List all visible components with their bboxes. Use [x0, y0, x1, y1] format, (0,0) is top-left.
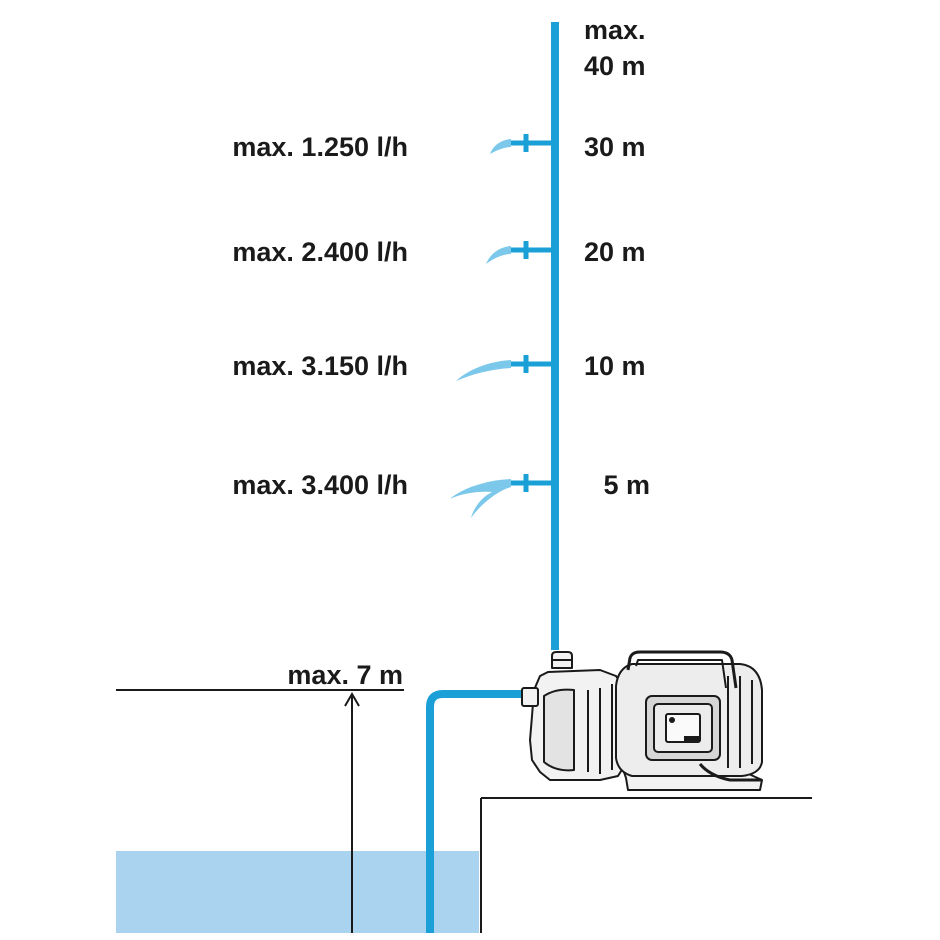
- water-spray-20m: [486, 246, 511, 264]
- top-label-line2: 40 m: [584, 51, 646, 81]
- ground-ledge: [480, 797, 812, 933]
- suction-height-arrow: [344, 692, 360, 933]
- tap-30m: [490, 134, 551, 154]
- height-label-10m: 10 m: [584, 351, 646, 381]
- water-spray-30m: [490, 139, 511, 154]
- flow-label-5m: max. 3.400 l/h: [232, 470, 408, 500]
- flow-label-20m: max. 2.400 l/h: [232, 237, 408, 267]
- tap-5m: [450, 474, 551, 518]
- water-spray-5m: [450, 479, 511, 518]
- tap-20m: [486, 241, 551, 264]
- height-label-30m: 30 m: [584, 132, 646, 162]
- suction-pipe: [426, 690, 530, 933]
- tap-10m: [456, 355, 551, 381]
- suction-label: max. 7 m: [287, 660, 403, 690]
- pump-illustration: [521, 650, 763, 791]
- water-spray-10m: [456, 360, 511, 381]
- top-label-line1: max.: [584, 15, 646, 45]
- flow-label-30m: max. 1.250 l/h: [232, 132, 408, 162]
- height-label-5m: 5 m: [603, 470, 650, 500]
- height-label-20m: 20 m: [584, 237, 646, 267]
- flow-label-10m: max. 3.150 l/h: [232, 351, 408, 381]
- water-body: [116, 851, 479, 933]
